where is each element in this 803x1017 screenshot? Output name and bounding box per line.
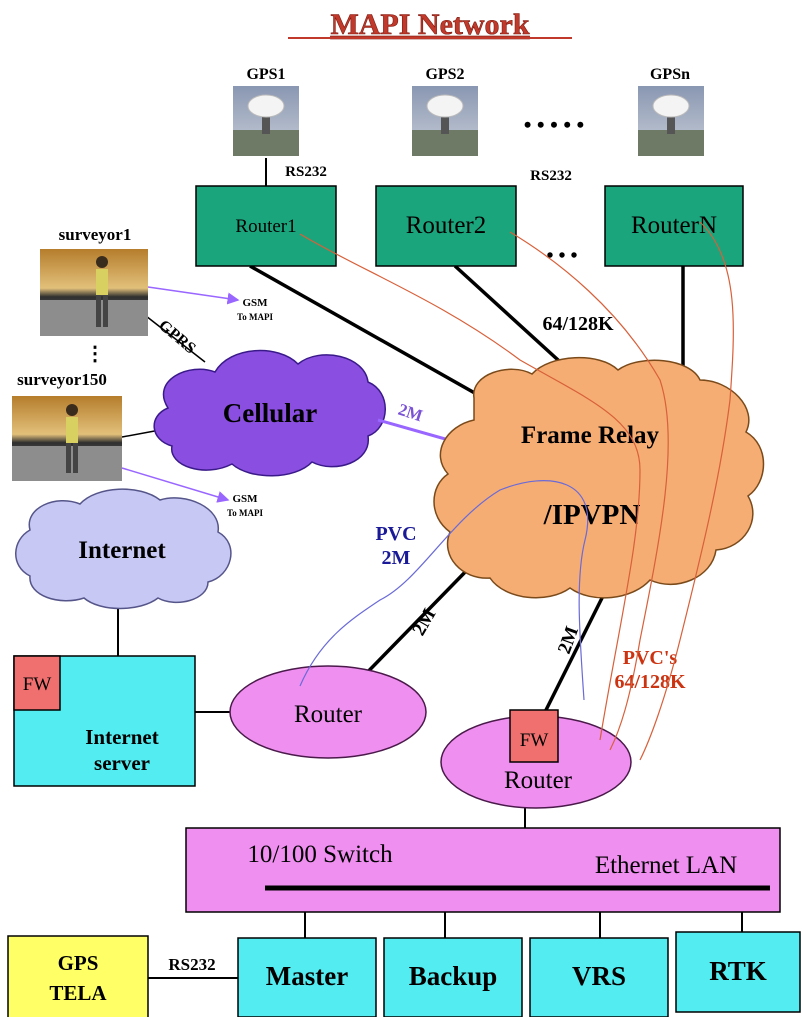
server-label: Master [266, 961, 348, 991]
ipvpn-label: /IPVPN [543, 499, 641, 531]
link-label-cell-fr: 2M [396, 400, 425, 426]
rs232-label-2: RS232 [530, 168, 572, 184]
frame-relay-cloud: Frame Relay /IPVPN [433, 356, 765, 599]
router-label: Router1 [235, 216, 296, 237]
server-vrs: VRS [529, 937, 669, 1017]
ethernet-label: Ethernet LAN [595, 852, 737, 879]
rs232-label-3: RS232 [168, 955, 215, 974]
server-rtk: RTK [675, 931, 801, 1013]
router-fw: FW Router [440, 709, 632, 809]
pvc-curves-red [299, 221, 734, 761]
router-mid: Router [229, 665, 427, 759]
surveyor1: surveyor1 [40, 225, 148, 336]
router-fw-label: Router [504, 767, 573, 794]
gps-station-n: GPSn [638, 66, 704, 156]
server-backup: Backup [383, 937, 523, 1017]
pvcs-label-speed: 64/128K [614, 671, 686, 693]
gsm-arrows [121, 286, 240, 503]
router-mid-label: Router [294, 701, 363, 728]
router-ellipsis: • • • [546, 245, 577, 267]
firewall-box [509, 709, 559, 763]
gprs-label: GPRS [155, 317, 199, 358]
server-label: Backup [409, 961, 498, 991]
gsm-label-1: GSM [242, 297, 268, 309]
link-label-64-128k: 64/128K [542, 313, 614, 335]
pvc-curves-blue [299, 480, 589, 701]
gps-tela-label: GPS [58, 951, 99, 975]
server-label: RTK [709, 956, 767, 986]
gps-label: GPS2 [425, 66, 464, 83]
internet-cloud: Internet [15, 488, 232, 610]
cellular-label: Cellular [223, 398, 318, 428]
link-label-2m-b: 2M [554, 624, 583, 657]
surveyor150: surveyor150 [12, 370, 122, 481]
pvc-label: PVC [375, 523, 416, 545]
rs232-label-1: RS232 [285, 164, 327, 180]
routern-box: RouterN [604, 185, 744, 267]
link-label-2m-a: 2M [408, 605, 440, 639]
gsm-label-2-sub: To MAPI [227, 508, 263, 518]
internet-label: Internet [78, 537, 166, 564]
router2-box: Router2 [375, 185, 517, 267]
pvc-label-2m: 2M [382, 547, 411, 569]
diagram-title: MAPI Network [330, 8, 529, 41]
gps-tela-box: GPS TELA [7, 935, 149, 1017]
gps-tela-label-2: TELA [49, 981, 107, 1005]
switch-box: 10/100 Switch Ethernet LAN [185, 827, 781, 913]
server-label: VRS [572, 961, 626, 991]
gsm-label-2: GSM [232, 493, 258, 505]
internet-server-label-2: server [94, 751, 150, 775]
firewall-label: FW [23, 674, 52, 695]
internet-server-label: Internet [85, 725, 158, 749]
router-label: Router2 [406, 212, 487, 239]
switch-label: 10/100 Switch [247, 841, 393, 868]
frame-relay-label: Frame Relay [521, 422, 660, 449]
surveyor-label: surveyor1 [59, 225, 132, 244]
gps-label: GPSn [650, 66, 690, 83]
server-master: Master [237, 937, 377, 1017]
surveyor-label: surveyor150 [17, 370, 107, 389]
internet-server-box: FW Internet server [13, 655, 196, 787]
router1-box: Router1 [195, 185, 337, 267]
gps-station-1: GPS1 [233, 66, 299, 156]
firewall-label: FW [520, 730, 549, 751]
gsm-label-1-sub: To MAPI [237, 312, 273, 322]
cellular-cloud: Cellular [153, 349, 386, 477]
gps-ellipsis: • • • • • [524, 112, 585, 137]
firewall-box [13, 655, 61, 711]
pvcs-label: PVC's [623, 647, 678, 669]
gps-label: GPS1 [246, 66, 285, 83]
gps-station-2: GPS2 [412, 66, 478, 156]
surveyor-ellipsis: ⋮ [85, 343, 105, 365]
